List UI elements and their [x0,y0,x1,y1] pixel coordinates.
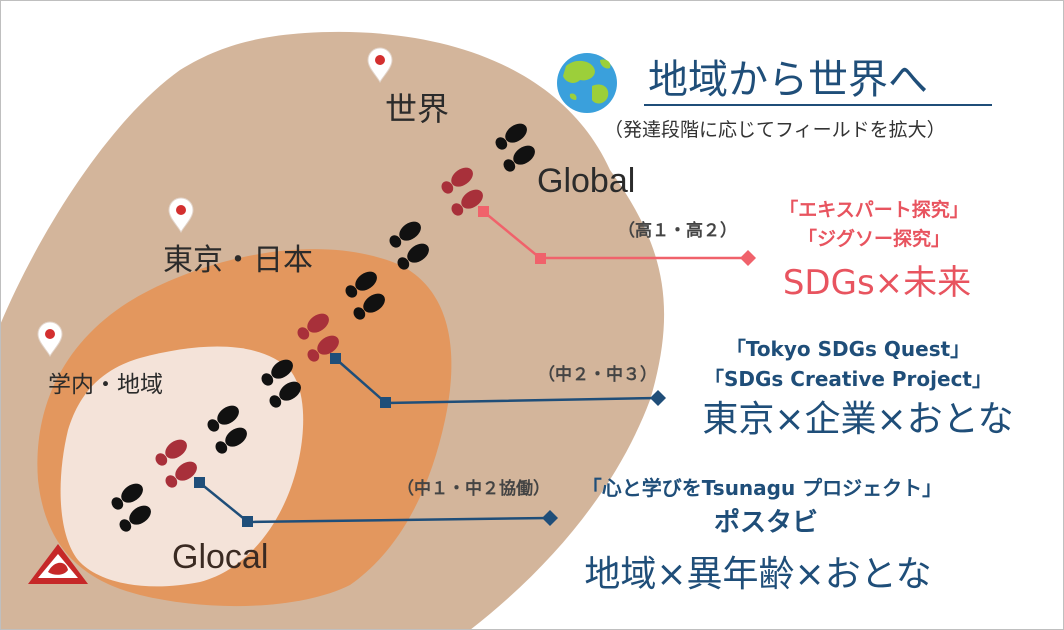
connector-middle [330,353,666,408]
theme-low: 地域×異年齢×おとな [584,554,932,595]
campus-local-label: 学内・地域 [48,372,163,398]
program-sdgs-creative-project: 「SDGs Creative Project」 [704,367,992,391]
connector-low [194,477,558,527]
page-subtitle: （発達段階に応じてフィールドを拡大） [604,119,946,141]
program-tokyo-sdgs-quest: 「Tokyo SDGs Quest」 [725,337,971,361]
tokyo-japan-label: 東京・日本 [163,243,313,278]
theme-middle: 東京×企業×おとな [702,399,1014,440]
connector-high [478,206,756,266]
program-posutabi: ポスタビ [713,508,819,538]
program-tsunagu-project: 「心と学びをTsunagu プロジェクト」 [581,476,943,500]
program-jigsaw-inquiry: 「ジグソー探究」 [797,228,951,250]
page-title: 地域から世界へ [648,57,928,103]
school-logo-icon [28,544,88,584]
global-label: Global [537,162,636,200]
theme-high: SDGs×未来 [782,263,972,303]
grade-high-label: （高１・高２） [618,221,737,241]
world-label: 世界 [385,90,450,128]
grade-low-label: （中１・中２協働） [397,479,550,499]
globe-icon [557,53,617,113]
grade-middle-label: （中２・中３） [538,365,657,385]
program-expert-inquiry: 「エキスパート探究」 [779,199,969,221]
glocal-label: Glocal [172,538,269,576]
title-underline [644,104,992,106]
